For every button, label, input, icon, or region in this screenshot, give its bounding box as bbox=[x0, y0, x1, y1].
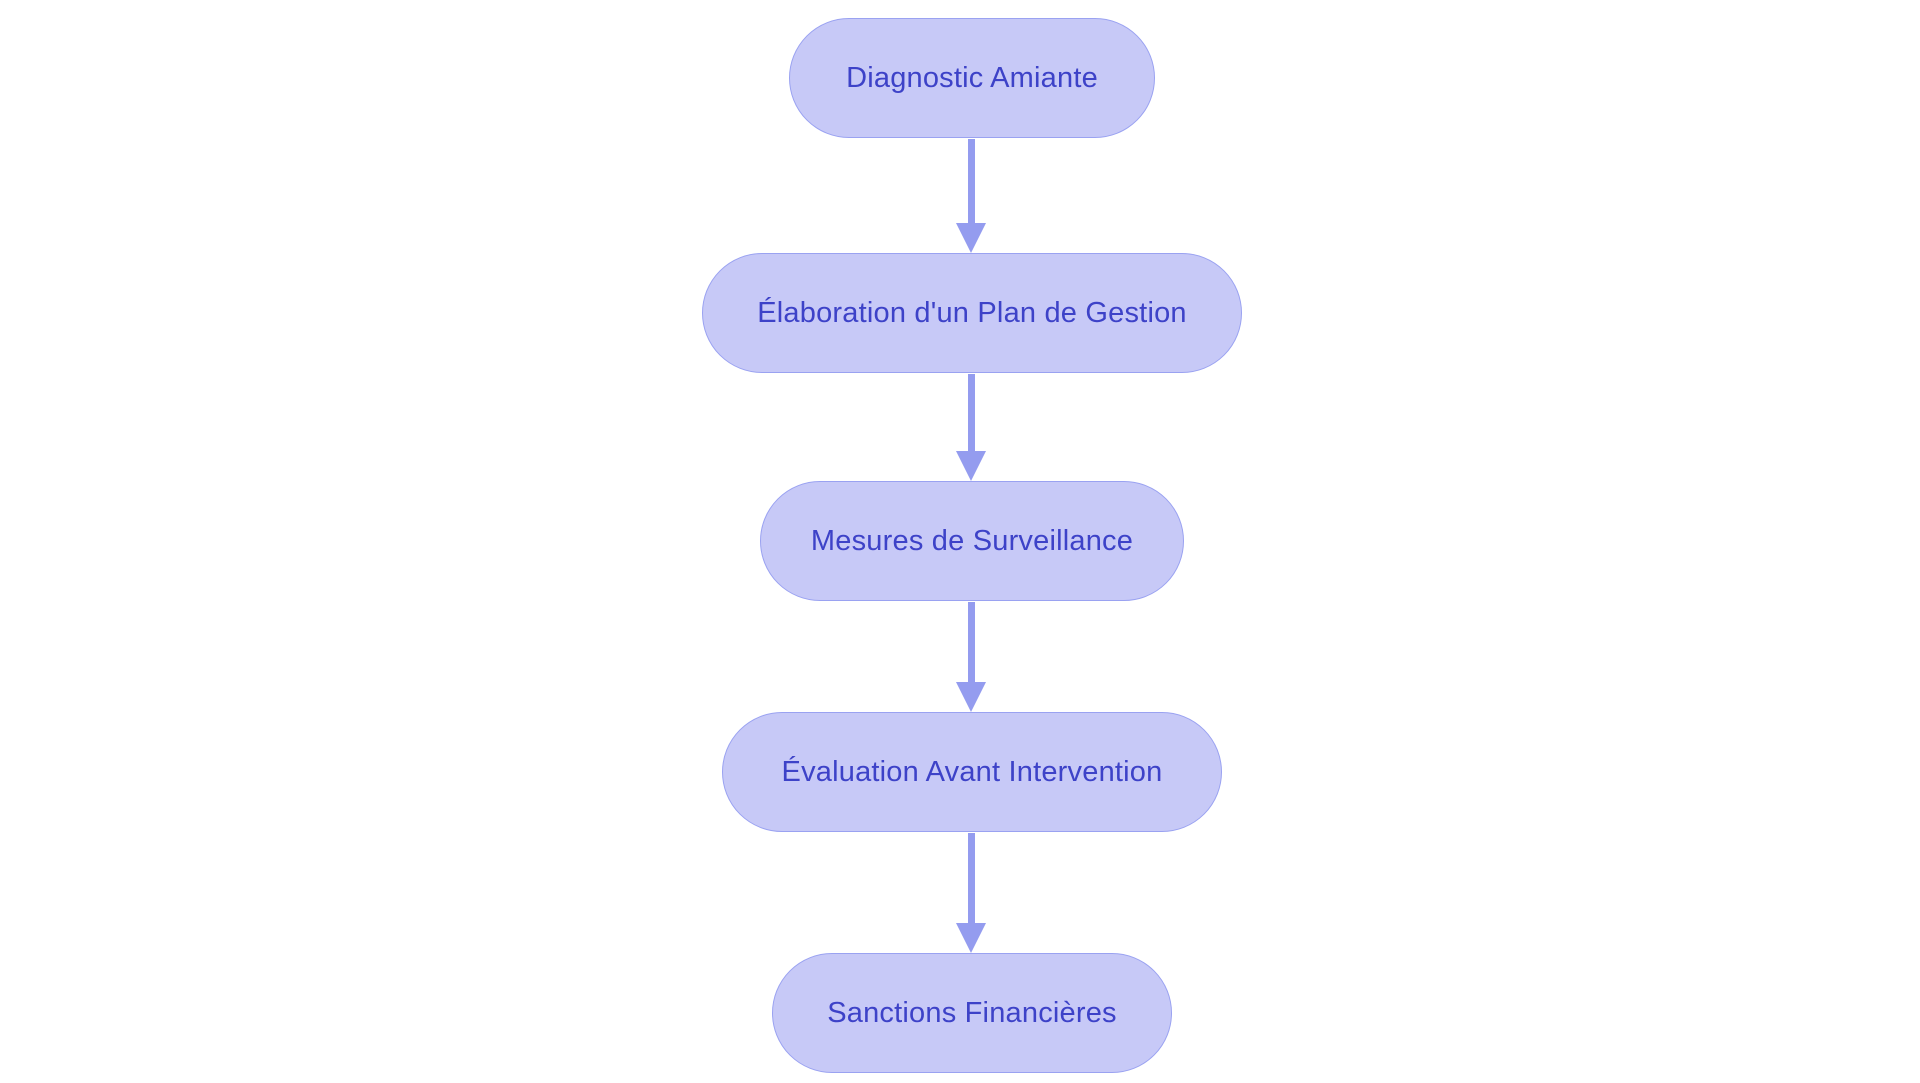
flow-node-diagnostic-amiante: Diagnostic Amiante bbox=[789, 18, 1155, 138]
arrow-connector-1-line bbox=[968, 139, 975, 223]
node-label: Diagnostic Amiante bbox=[846, 61, 1098, 94]
flow-node-elaboration-plan-gestion: Élaboration d'un Plan de Gestion bbox=[702, 253, 1242, 373]
node-label: Mesures de Surveillance bbox=[810, 524, 1134, 557]
node-label: Élaboration d'un Plan de Gestion bbox=[757, 296, 1187, 329]
flow-node-evaluation-avant-intervention: Évaluation Avant Intervention bbox=[722, 712, 1222, 832]
arrowhead-down-icon bbox=[956, 923, 986, 953]
flow-node-mesures-surveillance: Mesures de Surveillance bbox=[760, 481, 1184, 601]
flow-node-sanctions-financieres: Sanctions Financières bbox=[772, 953, 1172, 1073]
arrowhead-down-icon bbox=[956, 451, 986, 481]
node-label: Évaluation Avant Intervention bbox=[781, 755, 1163, 788]
arrowhead-down-icon bbox=[956, 223, 986, 253]
arrowhead-down-icon bbox=[956, 682, 986, 712]
arrow-connector-3-line bbox=[968, 602, 975, 682]
node-label: Sanctions Financières bbox=[827, 996, 1117, 1029]
arrow-connector-4-line bbox=[968, 833, 975, 923]
arrow-connector-2-line bbox=[968, 374, 975, 451]
